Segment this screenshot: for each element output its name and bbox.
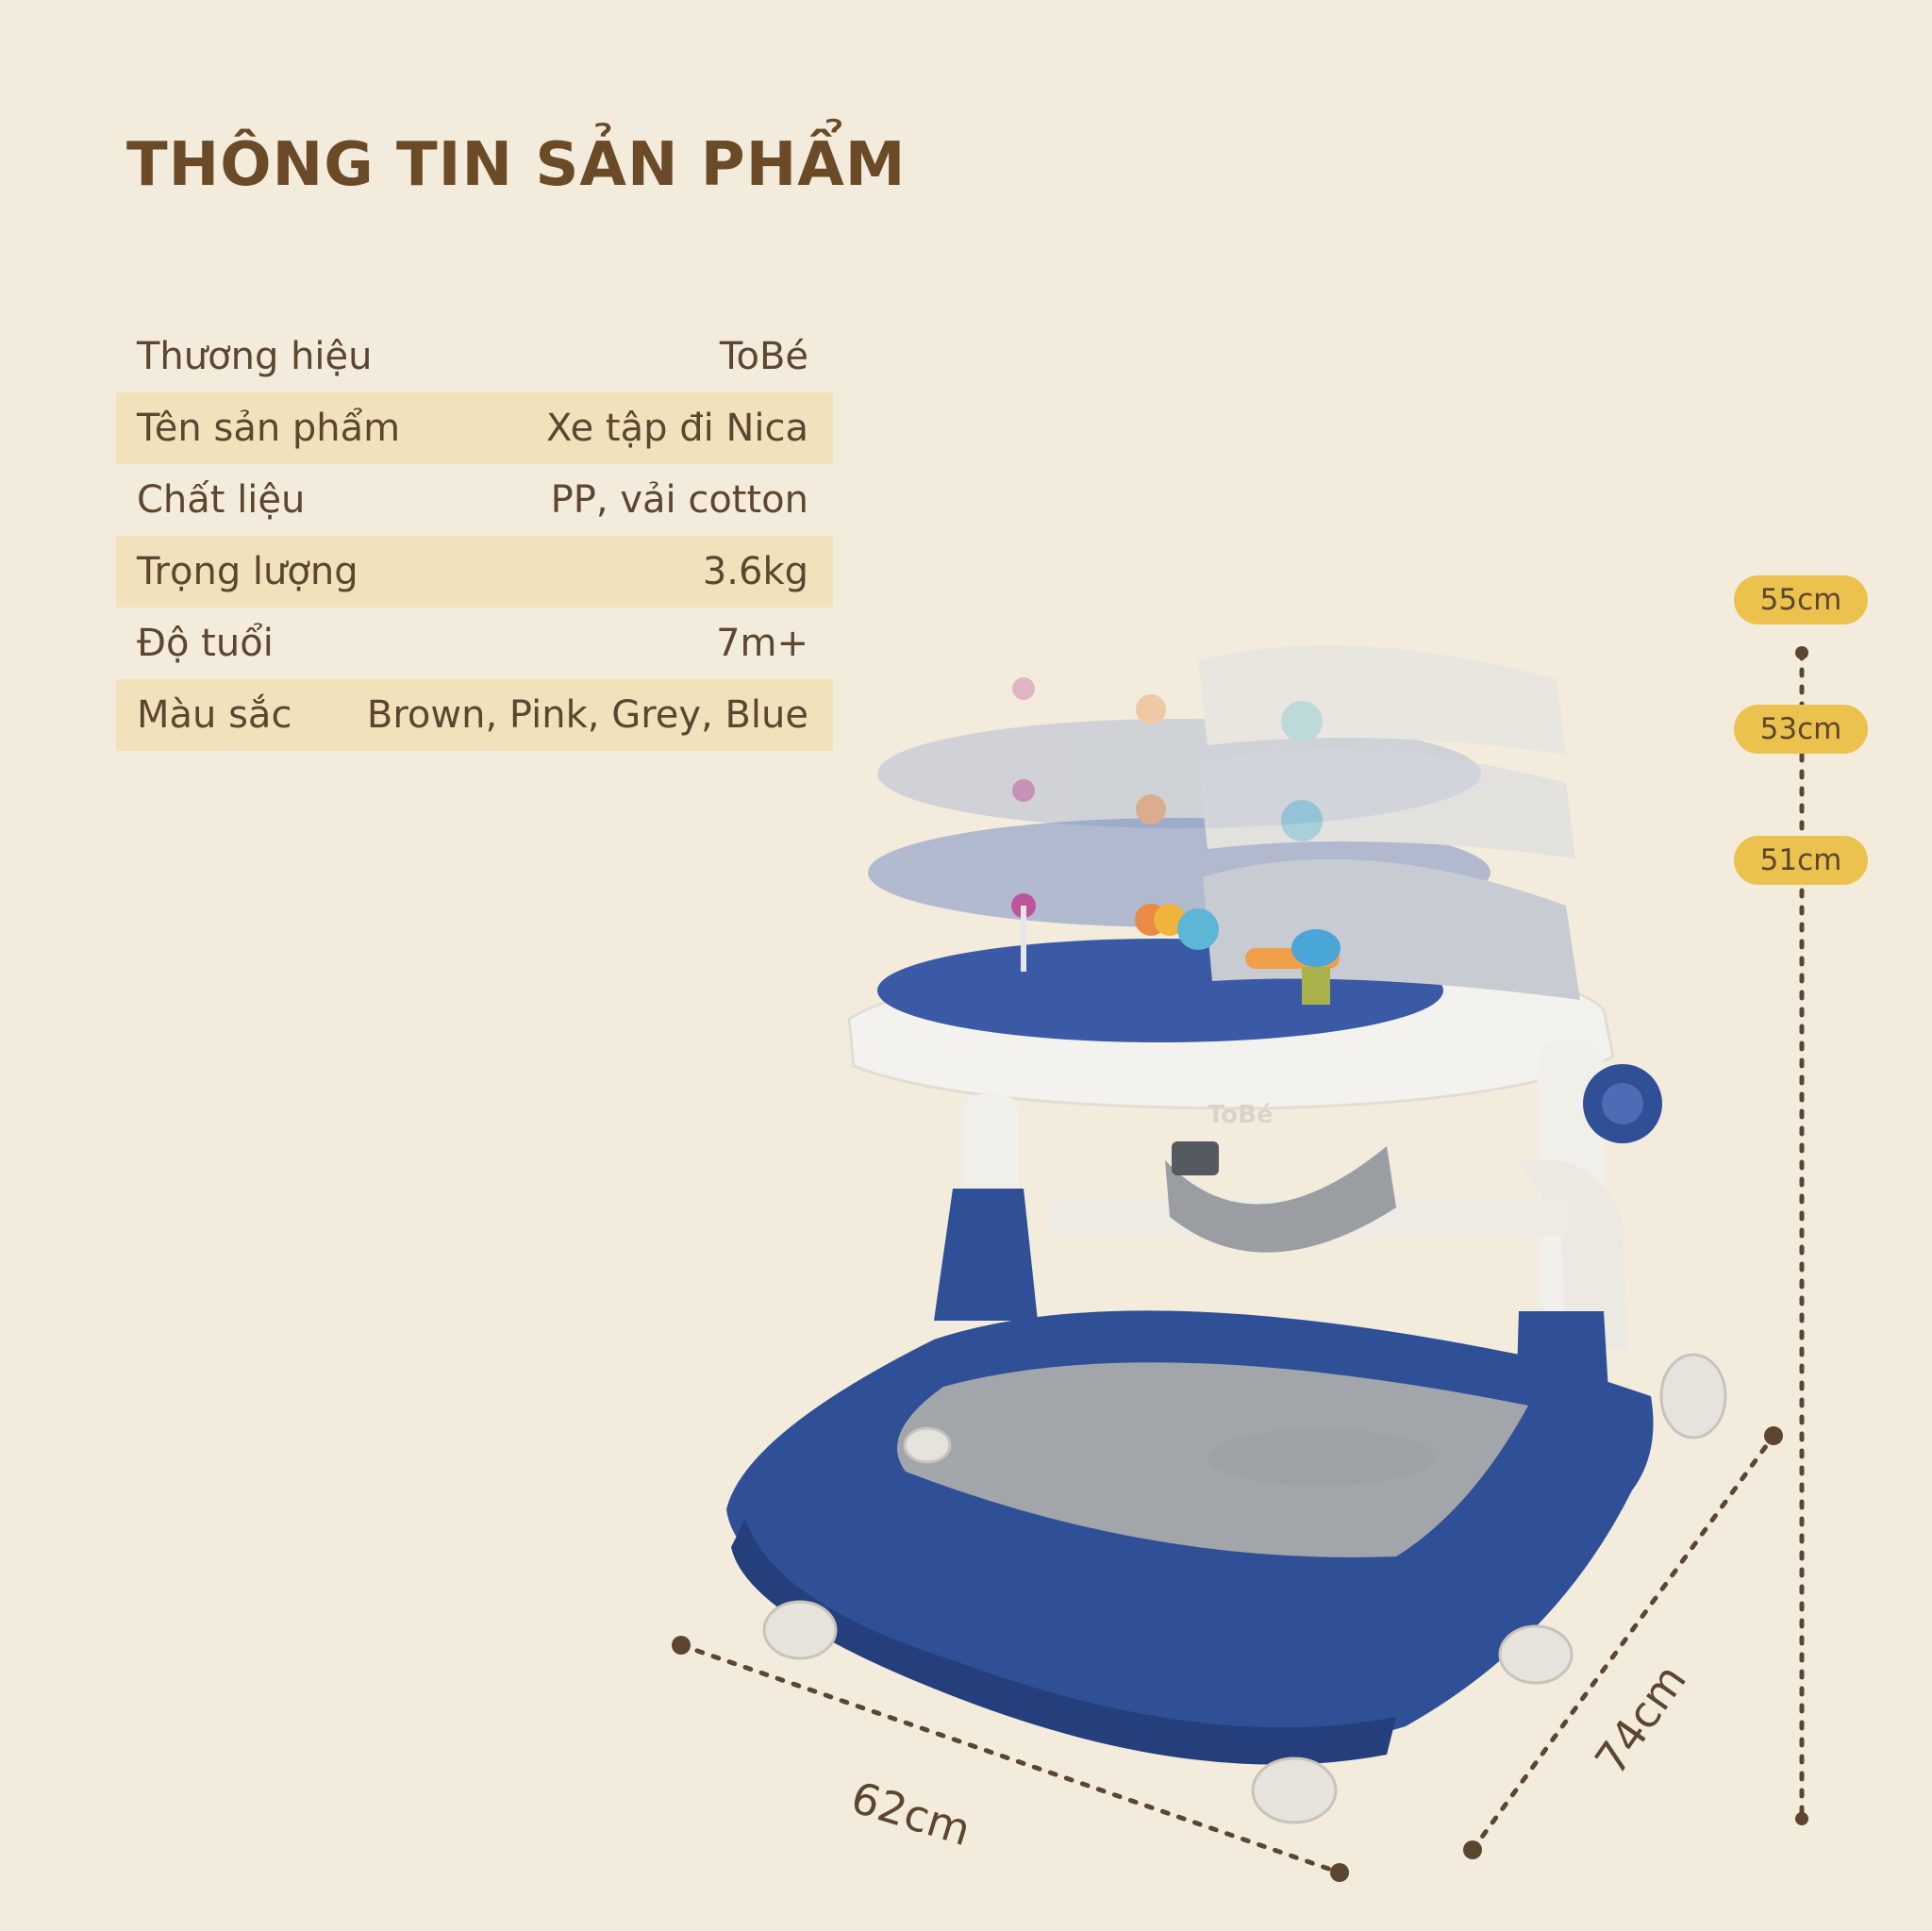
walker-logo-text: ToBé <box>1208 1101 1274 1129</box>
dimension-endpoints <box>672 646 1808 1882</box>
spec-row-weight: Trọng lượng 3.6kg <box>116 536 833 608</box>
endpoint-dot <box>1795 646 1808 659</box>
spec-label: Chất liệu <box>137 478 306 522</box>
spec-value: Brown, Pink, Grey, Blue <box>366 693 808 737</box>
spec-table: Thương hiệu ToBé Tên sản phẩm Xe tập đi … <box>116 321 833 751</box>
walker-tray: ToBé <box>847 858 1615 1129</box>
depth-dimension-line <box>1470 1433 1776 1853</box>
spec-row-brand: Thương hiệu ToBé <box>116 321 833 392</box>
spec-row-colors: Màu sắc Brown, Pink, Grey, Blue <box>116 679 833 751</box>
spec-row-product-name: Tên sản phẩm Xe tập đi Nica <box>116 392 833 464</box>
width-dimension-line <box>678 1642 1342 1875</box>
spec-value: ToBé <box>719 335 808 378</box>
walker-frame <box>934 1038 1662 1472</box>
endpoint-dot <box>1463 1840 1482 1859</box>
height-label-53: 53cm <box>1734 705 1868 754</box>
spec-label: Màu sắc <box>137 693 292 737</box>
spec-row-age: Độ tuổi 7m+ <box>116 608 833 679</box>
walker-base <box>726 1310 1654 1765</box>
spec-value: 7m+ <box>716 622 808 665</box>
spec-value: 3.6kg <box>702 550 808 593</box>
spec-label: Thương hiệu <box>137 335 373 378</box>
endpoint-dot <box>1330 1863 1349 1882</box>
endpoint-dot <box>1795 1812 1808 1825</box>
spec-label: Tên sản phẩm <box>137 407 401 450</box>
height-label-51: 51cm <box>1734 836 1868 885</box>
spec-value: Xe tập đi Nica <box>546 407 808 450</box>
page-title: THÔNG TIN SẢN PHẨM <box>126 130 907 200</box>
walker-wheels <box>762 1353 1727 1824</box>
spec-row-material: Chất liệu PP, vải cotton <box>116 464 833 536</box>
spec-label: Độ tuổi <box>137 622 274 665</box>
endpoint-dot <box>1764 1426 1783 1445</box>
spec-value: PP, vải cotton <box>550 478 808 522</box>
height-label-55: 55cm <box>1734 575 1868 624</box>
endpoint-dot <box>672 1636 691 1655</box>
spec-label: Trọng lượng <box>137 550 358 593</box>
